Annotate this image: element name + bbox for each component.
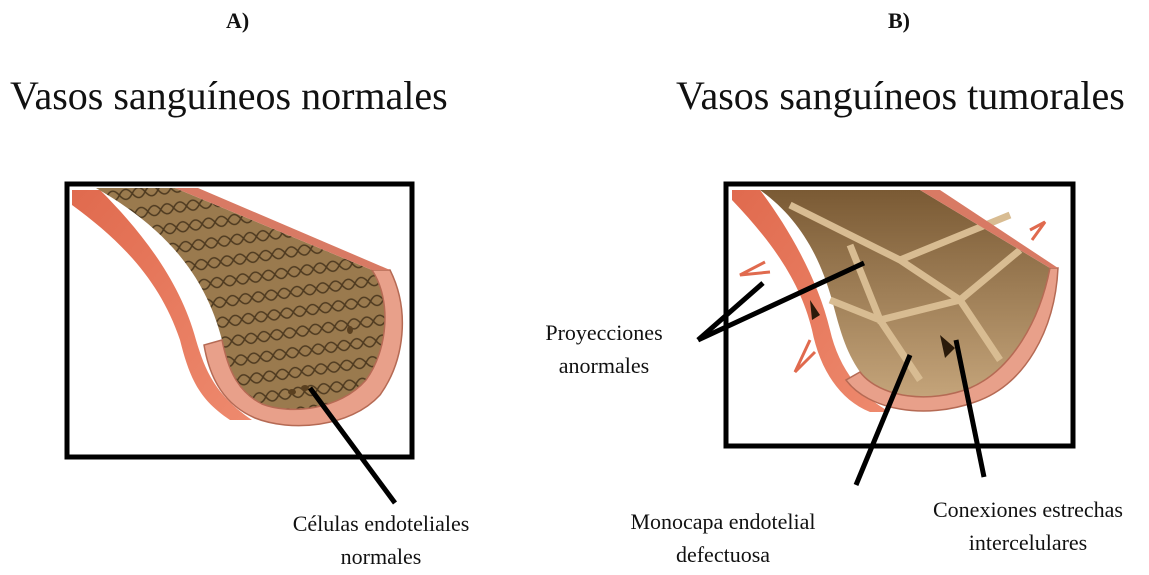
tumor-vessel-illustration — [698, 184, 1073, 485]
normal-vessel-illustration — [67, 184, 412, 503]
